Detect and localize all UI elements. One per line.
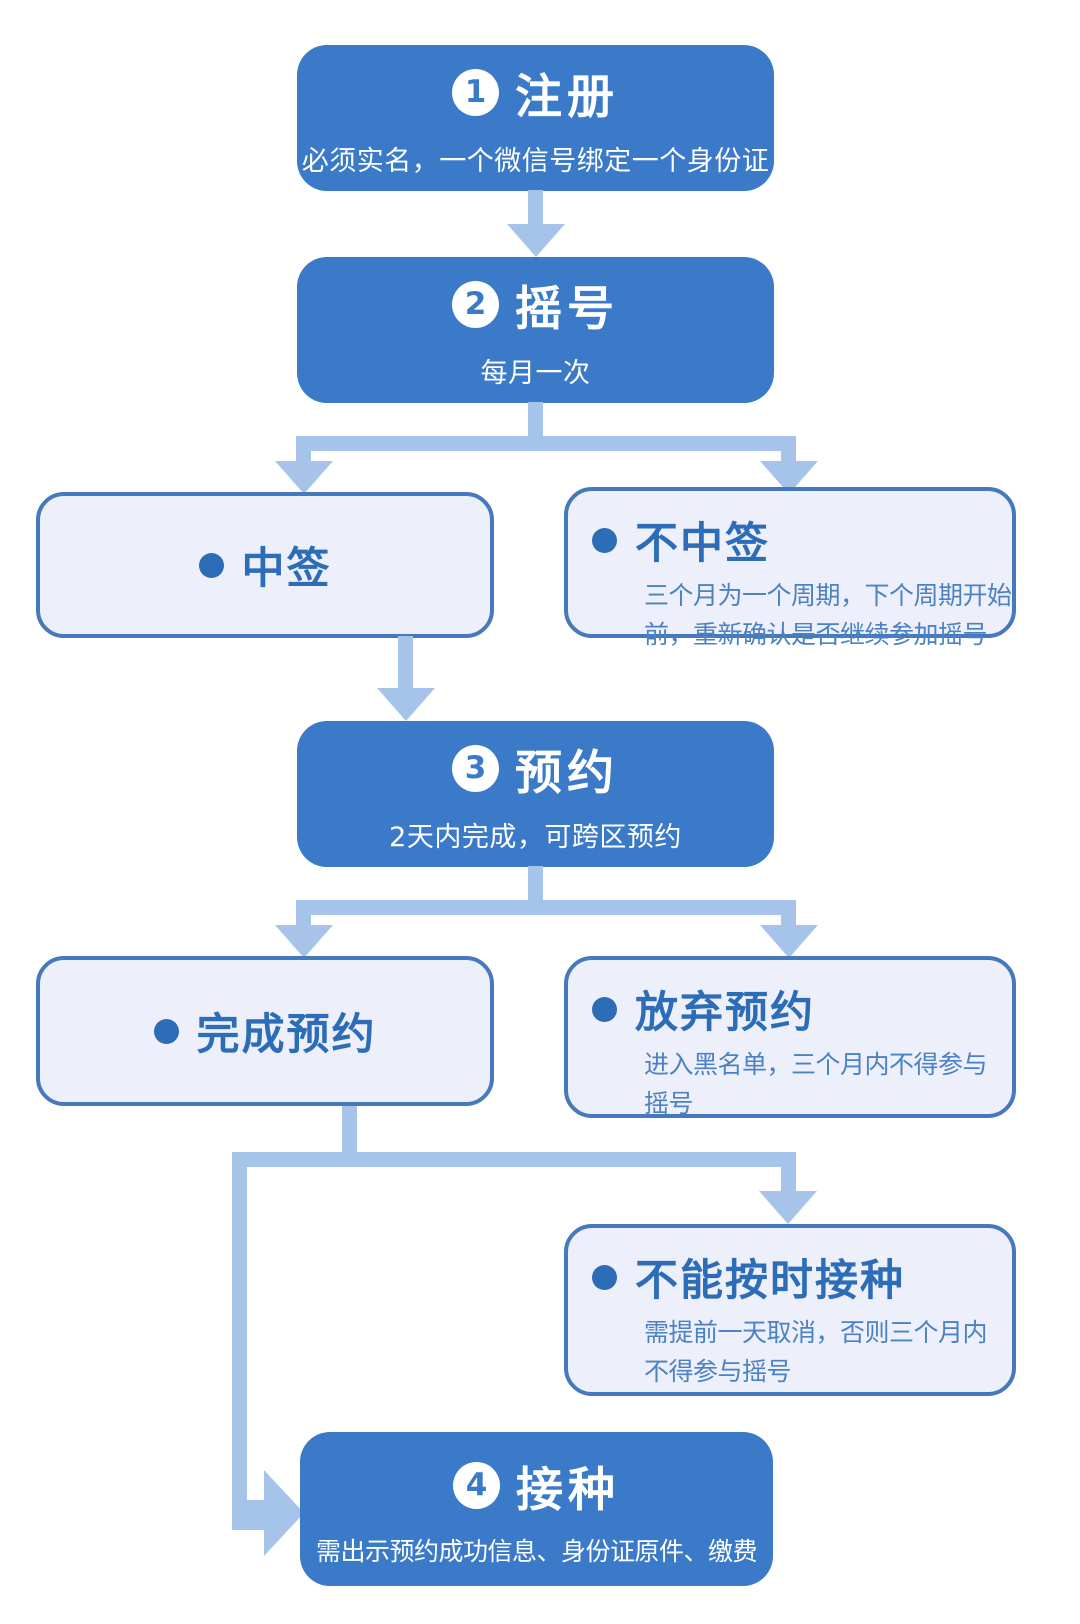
step-lottery-title-row: 2 摇号 <box>452 270 619 339</box>
outcome-lose-body: 三个月为一个周期，下个周期开始前，重新确认是否继续参加摇号 <box>644 581 1012 649</box>
outcome-complete-title: 完成预约 <box>196 1010 377 1060</box>
step-register-title: 注册 <box>515 70 619 125</box>
step-reserve-subtitle: 2天内完成，可跨区预约 <box>389 822 682 853</box>
step-number-badge-3: 3 <box>452 745 499 792</box>
step-reserve-title: 预约 <box>515 746 619 801</box>
step-vaccinate-title: 接种 <box>516 1462 620 1518</box>
branch1-left-arrowhead <box>275 461 333 494</box>
branch1-left-drop <box>296 449 311 463</box>
branch2-stub <box>528 866 543 904</box>
branch2-right-arrowhead <box>760 925 818 958</box>
outcome-abandon-title: 放弃预约 <box>635 988 815 1038</box>
outcome-box-lose: 不中签 三个月为一个周期，下个周期开始前，重新确认是否继续参加摇号 <box>564 487 1016 649</box>
connector-win-reserve-arrowhead <box>377 688 435 721</box>
connector-complete-bar <box>232 1152 796 1167</box>
connector-register-lottery-stem <box>528 190 543 230</box>
step-number-badge-1: 1 <box>452 69 499 116</box>
step-lottery-title: 摇号 <box>515 282 619 337</box>
outcome-abandon-body: 进入黑名单，三个月内不得参与摇号 <box>644 1050 988 1118</box>
step-vaccinate-subtitle: 需出示预约成功信息、身份证原件、缴费 <box>315 1536 758 1566</box>
step-vaccinate-title-row: 4 接种 <box>453 1451 620 1520</box>
outcome-miss-body: 需提前一天取消，否则三个月内不得参与摇号 <box>644 1318 988 1386</box>
connector-complete-stub <box>342 1106 357 1154</box>
connector-miss-arrowhead <box>759 1191 817 1224</box>
outcome-win-title-row: 中签 <box>198 534 332 596</box>
outcome-lose-title: 不中签 <box>635 519 770 569</box>
step-number-badge-2: 2 <box>452 281 499 328</box>
step-box-vaccinate: 4 接种 需出示预约成功信息、身份证原件、缴费 <box>300 1432 773 1586</box>
branch2-left-drop <box>296 913 311 927</box>
branch2-bar <box>296 900 796 915</box>
step-register-subtitle: 必须实名，一个微信号绑定一个身份证 <box>301 146 770 177</box>
connector-win-reserve-stem <box>398 636 413 690</box>
branch2-right-drop <box>781 913 796 927</box>
outcome-win-title: 中签 <box>241 544 332 594</box>
step-number-badge-4: 4 <box>453 1461 500 1509</box>
branch1-bar <box>296 436 796 451</box>
connector-miss-drop <box>781 1165 796 1193</box>
step-lottery-subtitle: 每月一次 <box>480 358 591 389</box>
outcome-miss-title: 不能按时接种 <box>635 1256 905 1306</box>
connector-vaccinate-elbow <box>232 1500 266 1530</box>
step-register-title-row: 1 注册 <box>452 58 619 127</box>
step-box-register: 1 注册 必须实名，一个微信号绑定一个身份证 <box>297 45 774 191</box>
bullet-icon <box>592 1264 617 1290</box>
outcome-miss-title-row: 不能按时接种 <box>592 1246 1006 1308</box>
branch2-left-arrowhead <box>275 925 333 958</box>
outcome-lose-title-row: 不中签 <box>592 509 1006 571</box>
outcome-box-abandon: 放弃预约 进入黑名单，三个月内不得参与摇号 <box>564 956 1016 1118</box>
outcome-box-win: 中签 <box>36 492 494 638</box>
branch1-stub <box>528 402 543 440</box>
bullet-icon <box>198 552 224 578</box>
connector-vaccinate-arrowhead <box>264 1470 304 1556</box>
outcome-abandon-title-row: 放弃预约 <box>592 978 1006 1040</box>
step-box-reserve: 3 预约 2天内完成，可跨区预约 <box>297 721 774 867</box>
connector-register-lottery-arrowhead <box>507 224 565 257</box>
connector-vaccinate-vertical <box>232 1152 247 1530</box>
bullet-icon <box>592 996 617 1022</box>
step-box-lottery: 2 摇号 每月一次 <box>297 257 774 403</box>
bullet-icon <box>153 1018 179 1044</box>
outcome-box-miss: 不能按时接种 需提前一天取消，否则三个月内不得参与摇号 <box>564 1224 1016 1396</box>
bullet-icon <box>592 527 617 553</box>
step-reserve-title-row: 3 预约 <box>452 734 619 803</box>
outcome-complete-title-row: 完成预约 <box>153 1000 377 1062</box>
branch1-right-drop <box>781 449 796 463</box>
outcome-box-complete: 完成预约 <box>36 956 494 1106</box>
